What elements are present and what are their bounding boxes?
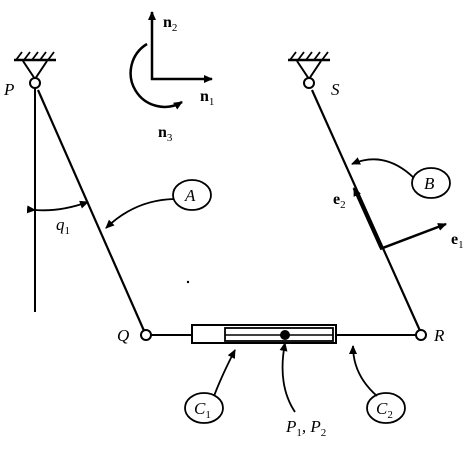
label-n2: n2 — [163, 14, 177, 34]
ground-support-s — [288, 51, 330, 81]
callout-circle-c2 — [366, 392, 406, 424]
dot-mark — [186, 280, 190, 284]
leader-p1-p2 — [279, 342, 296, 413]
n3-rotation-arc — [129, 42, 183, 110]
label-e1: e1 — [451, 231, 464, 251]
callout-circle-c1 — [184, 392, 224, 424]
rod-a — [36, 89, 147, 334]
angle-arc-q1 — [26, 200, 89, 214]
contact-point-p1-p2 — [280, 330, 290, 340]
label-p1-p2: P1, P2 — [285, 417, 326, 439]
label-n3: n3 — [158, 124, 173, 144]
label-a: A — [184, 186, 196, 205]
label-c2: C2 — [376, 399, 393, 421]
ground-support-p — [14, 51, 56, 81]
pin-p — [29, 77, 41, 89]
pin-s — [303, 77, 315, 89]
label-p: P — [3, 80, 14, 99]
e1-arrow — [379, 222, 447, 251]
leader-c2 — [349, 345, 378, 397]
pin-q — [140, 329, 152, 341]
label-e2: e2 — [333, 191, 346, 211]
pin-r — [415, 329, 427, 341]
leader-a — [105, 198, 175, 229]
label-q: Q — [117, 326, 129, 345]
leader-b — [351, 157, 415, 179]
leader-c1 — [213, 349, 236, 397]
label-s: S — [331, 80, 340, 99]
label-n1: n1 — [200, 88, 214, 108]
e2-arrow — [352, 187, 383, 249]
callout-circle-b — [411, 167, 451, 199]
label-c1: C1 — [194, 399, 211, 421]
callout-circle-a — [172, 179, 212, 211]
label-r: R — [433, 326, 445, 345]
label-b: B — [424, 174, 435, 193]
rod-b — [310, 89, 423, 334]
label-q1: q1 — [56, 215, 70, 237]
